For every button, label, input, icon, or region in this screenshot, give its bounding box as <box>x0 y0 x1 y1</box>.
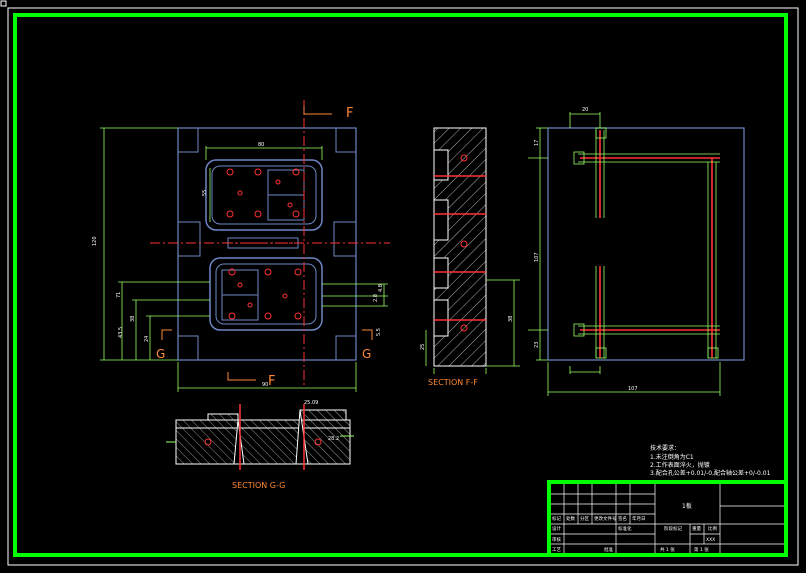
notes-heading: 技术要求： <box>650 444 680 452</box>
cooling-view: 20 107 17 23 107 <box>528 107 745 396</box>
dim-plan-inner: 55 <box>202 190 208 196</box>
notes-line-2: 2.工作表面淬火，抛镀 <box>650 461 710 469</box>
section-ff-label: SECTION F-F <box>428 378 478 387</box>
dim-ff-right: 38 <box>508 316 514 322</box>
dim-plan-r1: 4.8 <box>378 284 384 292</box>
dim-plan-top: 80 <box>258 142 264 148</box>
dim-plan-bottom: 90 <box>262 382 268 388</box>
tb-r1-0: 标记 <box>552 515 561 522</box>
tb-r1-2: 分区 <box>580 515 589 522</box>
section-ff: 25 38 SECTION F-F <box>420 127 520 387</box>
dim-plan-l4: 24 <box>144 336 150 342</box>
dim-gg-a: 25.09 <box>304 400 318 406</box>
tb-r1-4: 签名 <box>618 515 627 522</box>
outer-border <box>7 7 799 566</box>
dim-plan-r3: 5.5 <box>376 328 382 336</box>
notes-line-3: 3.配合孔公差+0.01/-0,配合轴公差+0/-0.01 <box>650 469 771 477</box>
dim-right-left: 107 <box>534 252 540 262</box>
cut-label-g-left: G <box>156 347 165 361</box>
corner-marker <box>0 0 7 7</box>
tb-stage-0: 阶段标记 <box>664 525 682 532</box>
cut-label-f-top: F <box>346 106 353 121</box>
tb-sheet-total: 共 1 张 <box>660 546 675 553</box>
cut-label-g-right: G <box>362 347 371 361</box>
dim-right-bottom: 107 <box>628 386 638 392</box>
drawing-frame <box>13 13 788 557</box>
tb-code: XXX <box>706 537 715 543</box>
tb-r1-3: 更改文件号 <box>594 515 617 522</box>
dim-ff-left: 25 <box>420 344 426 350</box>
dim-right-t1: 17 <box>534 140 540 146</box>
section-gg: 25.09 28.2 SECTION G-G <box>166 400 354 490</box>
dim-plan-r2: 2.8 <box>373 294 379 302</box>
tb-title: 1板 <box>682 502 692 510</box>
tb-r1-1: 处数 <box>566 515 575 522</box>
section-gg-label: SECTION G-G <box>232 481 285 490</box>
tb-r2-0: 设计 <box>552 525 561 532</box>
tb-process: 工艺 <box>552 547 561 553</box>
dim-right-top: 20 <box>582 107 588 113</box>
cut-label-f-bottom: F <box>268 374 275 389</box>
dim-plan-left: 120 <box>92 236 98 246</box>
dim-right-t2: 23 <box>534 342 540 348</box>
tb-approve: 批准 <box>604 546 613 553</box>
technical-notes: 技术要求： 1.未注倒角为C1 2.工作表面淬火，抛镀 3.配合孔公差+0.01… <box>650 444 771 477</box>
tb-r1-5: 年月日 <box>632 515 646 522</box>
tb-sheet-no: 第 1 张 <box>694 546 709 553</box>
tb-stage-1: 重量 <box>692 525 701 532</box>
title-block: 1板 标记 处数 分区 更改文件号 签名 年月日 设计 标准化 阶段标记 重量 … <box>547 480 788 557</box>
dim-plan-l1: 71 <box>116 292 122 298</box>
tb-stage-2: 比例 <box>708 525 717 532</box>
dim-plan-l2: 38 <box>130 316 136 322</box>
tb-review: 审核 <box>552 536 561 543</box>
tb-r2-1: 标准化 <box>618 525 632 532</box>
notes-line-1: 1.未注倒角为C1 <box>650 453 694 461</box>
dim-plan-l3: 43.5 <box>118 327 124 338</box>
dim-gg-b: 28.2 <box>328 436 339 442</box>
plan-view: F F G G <box>92 100 390 392</box>
